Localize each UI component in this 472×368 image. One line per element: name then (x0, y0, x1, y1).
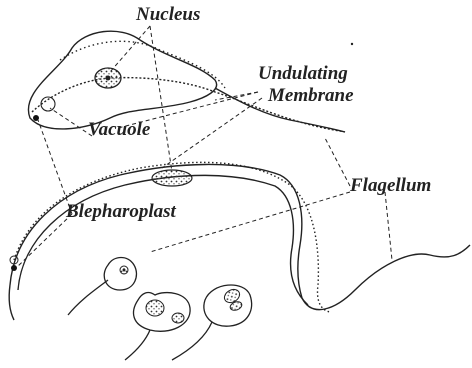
long-organism-flagellum (302, 245, 470, 310)
leader-undulating-long (162, 98, 262, 168)
long-organism-tail (9, 285, 14, 320)
long-organism-body-lower (18, 175, 308, 305)
label-vacuole: Vacuole (88, 120, 150, 139)
label-membrane: Membrane (268, 86, 354, 105)
small-form-2-flagellum (125, 330, 150, 360)
long-nucleus (152, 170, 192, 186)
small-form-1-flagellum (68, 280, 108, 315)
label-flagellum: Flagellum (350, 176, 431, 195)
upper-organism-body (28, 31, 216, 129)
upper-organism-outline-dotted (60, 41, 225, 88)
label-blepharoplast: Blepharoplast (66, 202, 176, 221)
long-organism-body-upper (10, 164, 302, 298)
leader-flagellum-small (150, 192, 350, 252)
small-form-1 (104, 258, 136, 291)
leader-vacuole (50, 108, 92, 136)
leader-nucleus-upper (110, 26, 150, 72)
label-undulating: Undulating (258, 64, 348, 83)
leader-flagellum-upper (325, 138, 350, 186)
leader-blepharoplast-upper (38, 120, 72, 214)
label-nucleus: Nucleus (136, 5, 200, 24)
leader-flagellum-long (385, 192, 392, 260)
leader-undulating-right (215, 92, 258, 100)
leader-nucleus-long (150, 26, 172, 172)
